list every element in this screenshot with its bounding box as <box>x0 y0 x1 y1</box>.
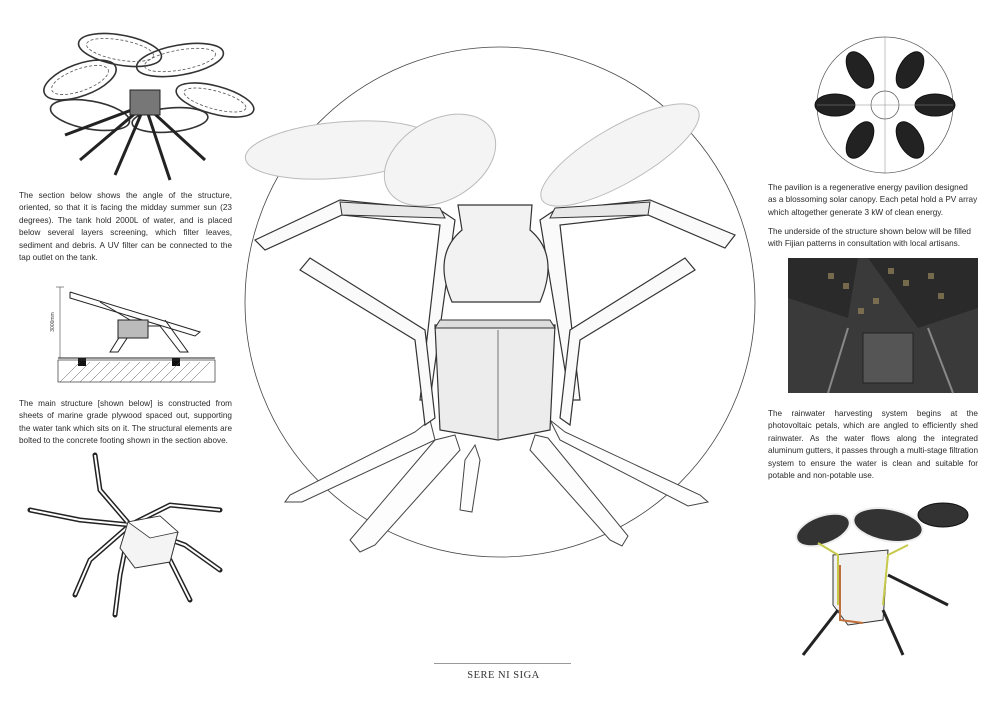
pavilion-description: The pavilion is a regenerative energy pa… <box>768 183 978 217</box>
underside-description: The underside of the structure shown bel… <box>768 227 971 249</box>
canopy-wireframe-drawing <box>43 32 255 181</box>
underside-render <box>788 258 978 394</box>
section-description: The section below shows the angle of the… <box>19 191 232 263</box>
structure-render <box>27 452 223 618</box>
page-title: SERE NI SIGA <box>467 670 540 681</box>
rainwater-section-render <box>795 502 969 656</box>
pv-petals-plan-view <box>814 36 956 174</box>
rainwater-description: The rainwater harvesting system begins a… <box>768 409 978 481</box>
structure-description: The main structure [shown below] is cons… <box>19 399 232 446</box>
pavilion-main-render <box>244 46 756 558</box>
section-height-label: 3000mm <box>50 312 56 331</box>
title-divider <box>434 663 571 664</box>
section-drawing: 3000mm <box>50 286 216 383</box>
